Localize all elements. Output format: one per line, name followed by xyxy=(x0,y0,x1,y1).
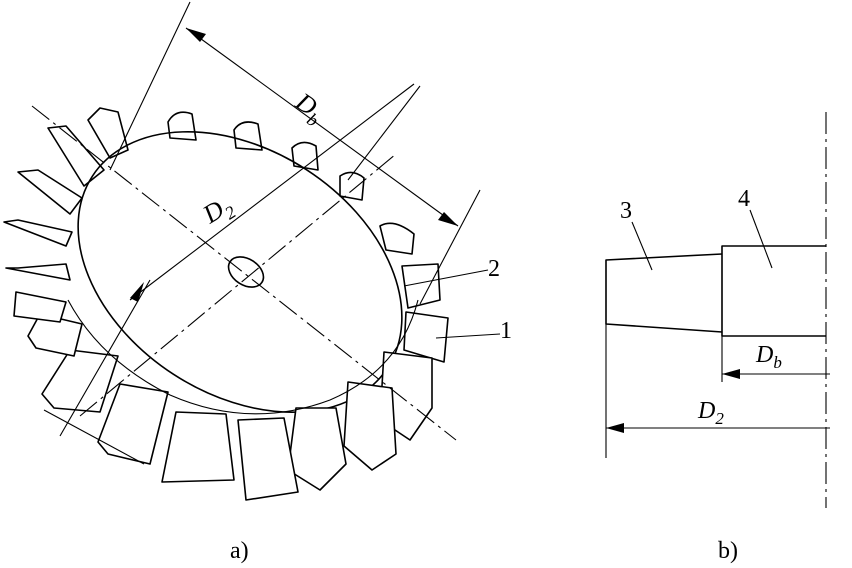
blade xyxy=(401,263,441,309)
blade xyxy=(27,313,83,357)
blade xyxy=(403,311,449,363)
leader-part-2 xyxy=(403,269,489,287)
label-part-3: 3 xyxy=(620,198,632,224)
blade xyxy=(167,111,197,141)
label-part-4: 4 xyxy=(738,186,750,212)
d2-arrow-a xyxy=(130,282,144,302)
db-dimension-line xyxy=(185,27,459,227)
leader-part-4 xyxy=(749,209,773,269)
label-b-d2: D2 xyxy=(697,398,724,428)
blade xyxy=(379,222,415,255)
panel-b-section: 3 4 Db D2 xyxy=(605,112,830,508)
blade xyxy=(291,141,319,171)
d2-dimension-line xyxy=(43,409,145,465)
caption-a: a) xyxy=(230,538,249,564)
label-part-2: 2 xyxy=(488,256,500,282)
part-3-taper xyxy=(605,253,723,333)
blade xyxy=(47,125,105,187)
blade xyxy=(339,171,365,201)
blade xyxy=(343,381,397,471)
b-d2-arrow xyxy=(606,423,624,433)
db-extension-right xyxy=(419,189,481,305)
db-arrow-end xyxy=(438,212,458,226)
label-part-1: 1 xyxy=(500,318,512,344)
d2-leader-upper-b xyxy=(347,85,421,181)
blade xyxy=(13,291,67,323)
d2-leader-upper xyxy=(129,83,415,301)
center-line-major xyxy=(31,105,457,441)
leader-part-1 xyxy=(435,333,501,339)
db-extension-left xyxy=(109,1,191,171)
part-4-block xyxy=(721,245,826,337)
b-db-arrow xyxy=(722,369,740,379)
blade xyxy=(17,169,83,215)
blade xyxy=(41,349,119,413)
blade xyxy=(5,263,71,281)
blade xyxy=(97,383,169,465)
caption-b: b) xyxy=(718,538,738,564)
blade-group-front xyxy=(13,263,449,501)
blade xyxy=(87,107,129,159)
blade xyxy=(237,417,299,501)
db-arrow-start xyxy=(186,28,206,42)
center-line-minor xyxy=(79,153,397,417)
blade xyxy=(161,411,235,483)
d2-leader-lower xyxy=(59,279,151,437)
blade xyxy=(3,219,73,247)
blade-group-back xyxy=(3,107,415,281)
label-db: Db xyxy=(287,86,330,130)
label-b-db: Db xyxy=(755,342,782,372)
disc-rim-edge xyxy=(67,299,419,415)
panel-a-wheel: Db D2 2 1 xyxy=(3,1,512,501)
leader-part-3 xyxy=(631,221,653,271)
blade xyxy=(287,407,347,491)
label-d2: D2 xyxy=(197,190,239,234)
